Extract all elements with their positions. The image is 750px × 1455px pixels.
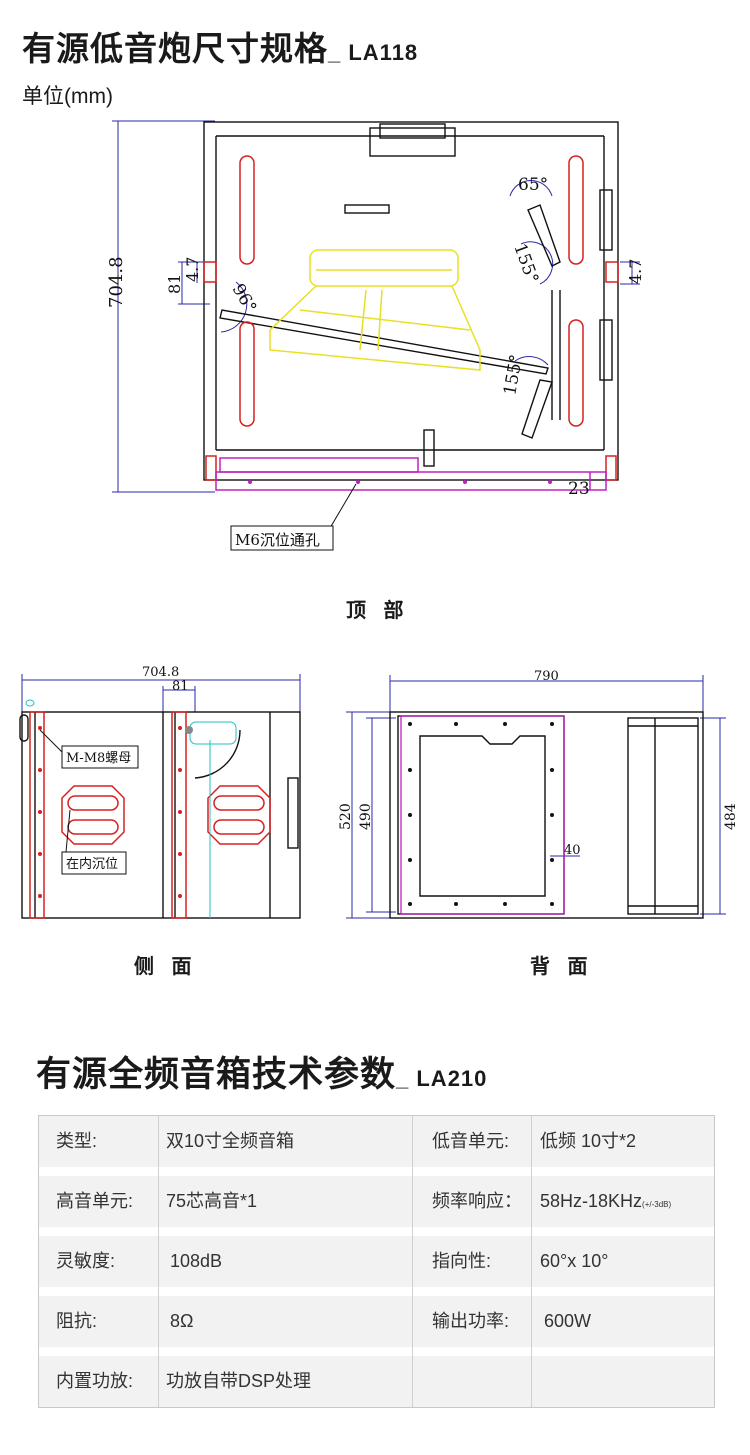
specs-title-model: _ LA210 xyxy=(396,1066,488,1091)
top-dim-d: 23 xyxy=(568,479,590,499)
spec-value: 低频 10寸*2 xyxy=(540,1131,637,1151)
table-row: 阻抗: 8Ω 输出功率: 600W xyxy=(39,1296,714,1347)
back-view-caption: 背 面 xyxy=(530,956,594,978)
back-height-right-dim: 484 xyxy=(723,803,739,830)
page-title: 有源低音炮尺寸规格_ LA118 xyxy=(22,22,418,70)
spec-key: 高音单元: xyxy=(56,1191,134,1211)
top-dim-b: 4.7 xyxy=(183,257,202,282)
side-view-caption: 侧 面 xyxy=(134,956,198,978)
spec-key: 阻抗: xyxy=(56,1311,98,1331)
spec-value: 功放自带DSP处理 xyxy=(166,1371,312,1391)
back-height-inner-dim: 490 xyxy=(358,803,374,830)
top-view-caption: 顶 部 xyxy=(346,600,410,622)
top-dim-a: 81 xyxy=(165,274,184,294)
top-depth-dim: 704.8 xyxy=(106,256,127,308)
spec-key: 类型: xyxy=(56,1131,98,1151)
spec-key: 输出功率: xyxy=(432,1311,510,1331)
table-row: 类型: 双10寸全频音箱 低音单元: 低频 10寸*2 xyxy=(39,1116,714,1167)
top-angle-2: 65° xyxy=(518,175,548,195)
nut-callout: M-M8螺母 xyxy=(66,751,131,766)
spec-value: 600W xyxy=(544,1311,592,1331)
top-dim-c: 4.7 xyxy=(626,259,645,284)
spec-key: 灵敏度: xyxy=(56,1251,116,1271)
specs-title-text: 有源全频音箱技术参数 xyxy=(36,1055,397,1094)
specs-title: 有源全频音箱技术参数_ LA210 xyxy=(36,1046,487,1097)
m6-callout: M6沉位通孔 xyxy=(235,531,320,549)
spec-value: 75芯高音*1 xyxy=(166,1191,258,1211)
spec-value: 108dB xyxy=(170,1251,223,1271)
column-divider xyxy=(158,1116,159,1407)
spec-key: 内置功放: xyxy=(56,1371,134,1391)
specs-table: 类型: 双10寸全频音箱 低音单元: 低频 10寸*2 高音单元: 75芯高音*… xyxy=(38,1115,715,1408)
page-title-text: 有源低音炮尺寸规格 xyxy=(22,30,328,67)
table-row: 灵敏度: 108dB 指向性: 60°x 10° xyxy=(39,1236,714,1287)
side-offset-dim: 81 xyxy=(172,679,189,694)
side-view-drawing: 704.8 81 M-M8螺母 在内沉位 xyxy=(19,665,301,919)
spec-key: 频率响应： xyxy=(432,1191,522,1211)
spec-value: 8Ω xyxy=(170,1311,194,1331)
back-inset-dim: 40 xyxy=(564,843,581,858)
spec-key: 指向性: xyxy=(432,1251,492,1271)
spec-value: 双10寸全频音箱 xyxy=(166,1131,295,1151)
back-view-drawing: 790 520 490 484 40 xyxy=(338,669,739,919)
back-height-outer-dim: 520 xyxy=(338,803,354,830)
top-view-drawing: 704.8 81 4.7 4.7 23 96° 65° 155° 155° M6… xyxy=(106,120,645,551)
recess-callout: 在内沉位 xyxy=(66,856,118,872)
spec-key: 低音单元: xyxy=(432,1131,510,1151)
unit-label: 单位(mm) xyxy=(22,85,113,108)
table-row: 高音单元: 75芯高音*1 频率响应： 58Hz-18KHz(+/-3dB) xyxy=(39,1176,714,1227)
freq-response-note: (+/-3dB) xyxy=(642,1200,672,1209)
top-angle-3: 155° xyxy=(509,241,542,286)
freq-response-value: 58Hz-18KHz xyxy=(540,1191,643,1211)
page-title-model: _ LA118 xyxy=(328,40,419,65)
table-row: 内置功放: 功放自带DSP处理 xyxy=(39,1356,714,1407)
back-width-dim: 790 xyxy=(534,669,559,684)
spec-value: 58Hz-18KHz(+/-3dB) xyxy=(540,1176,671,1227)
side-depth-dim: 704.8 xyxy=(142,665,179,680)
column-divider xyxy=(531,1116,532,1407)
spec-value: 60°x 10° xyxy=(540,1251,609,1271)
column-divider xyxy=(412,1116,413,1407)
